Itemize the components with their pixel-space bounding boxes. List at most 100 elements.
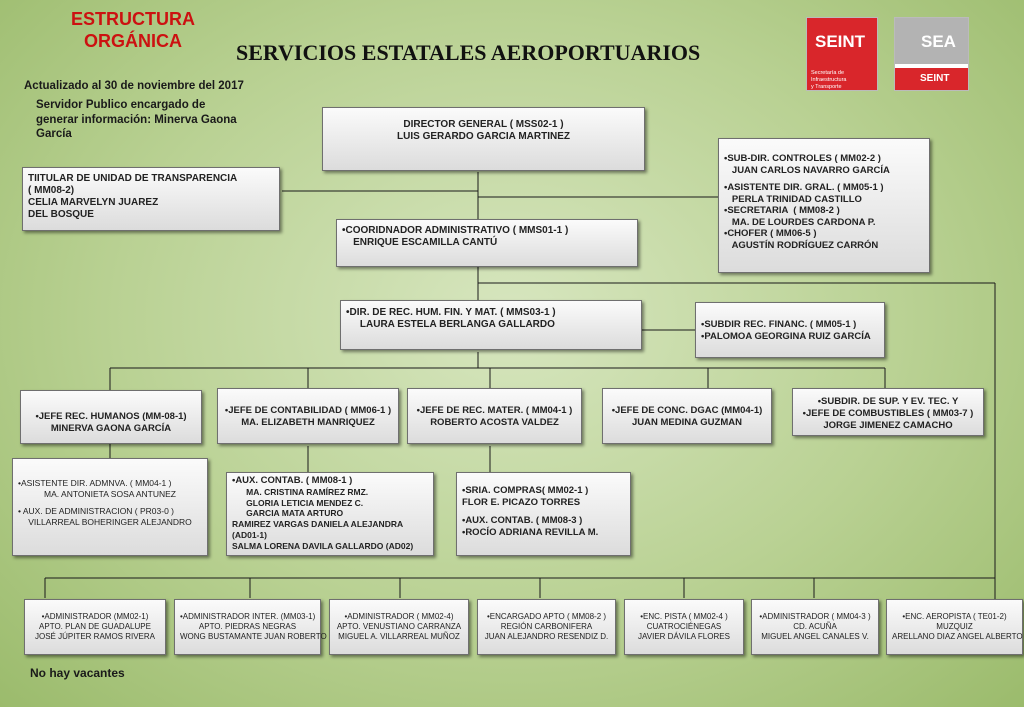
node-administrative-coordinator[interactable]: •COORIDNADOR ADMINISTRATIVO ( MMS01-1 ) …: [336, 219, 638, 267]
node-line: •CHOFER ( MM06-5 ): [724, 228, 817, 239]
node-line: GLORIA LETICIA MENDEZ C.: [232, 497, 364, 508]
node-line: PERLA TRINIDAD CASTILLO: [724, 193, 862, 205]
node-human-resources-head[interactable]: •JEFE REC. HUMANOS (MM-08-1) MINERVA GAO…: [20, 390, 202, 444]
node-line: SALMA LORENA DAVILA GALLARDO (AD02): [232, 540, 414, 551]
node-line: JORGE JIMENEZ CAMACHO: [823, 420, 953, 431]
node-line: •ADMINISTRADOR INTER. (MM03-1): [180, 612, 316, 621]
node-line: MIGUEL A. VILLARREAL MUÑOZ: [338, 632, 460, 641]
node-line: ARELLANO DIAZ ANGEL ALBERTO: [892, 632, 1023, 641]
node-line: GARCIA MATA ARTURO: [232, 508, 344, 519]
node-line: DEL BOSQUE: [28, 209, 94, 220]
node-airport-piedras-negras[interactable]: •ADMINISTRADOR INTER. (MM03-1) APTO. PIE…: [174, 599, 327, 655]
node-line: CD. ACUÑA: [793, 622, 837, 631]
sea-logo-text: SEA: [921, 32, 956, 51]
node-line: •ASISTENTE DIR. GRAL. ( MM05-1 ): [724, 182, 884, 193]
node-line: JUAN MEDINA GUZMAN: [632, 417, 742, 428]
node-line: •JEFE DE CONTABILIDAD ( MM06-1 ): [224, 405, 392, 416]
node-dgac-head[interactable]: •JEFE DE CONC. DGAC (MM04-1) JUAN MEDINA…: [602, 388, 772, 444]
node-line: ( MM08-2): [28, 185, 75, 196]
node-line: •ENC. AEROPISTA ( TE01-2): [902, 612, 1007, 621]
node-line: •SRIA. COMPRAS( MM02-1 ): [462, 485, 589, 496]
node-line: •SUBDIR REC. FINANC. ( MM05-1 ): [701, 319, 857, 330]
node-line: MINERVA GAONA GARCÍA: [50, 423, 172, 434]
seint-logo-caption: Secretaría de Infraestructura y Transpor…: [811, 70, 875, 91]
node-line: •SECRETARIA ( MM08-2 ): [724, 205, 840, 216]
node-line: TIITULAR DE UNIDAD DE TRANSPARENCIA: [28, 173, 238, 184]
node-line: •ADMINISTRADOR (MM02-1): [41, 612, 149, 621]
node-line: MA. DE LOURDES CARDONA P.: [724, 216, 876, 228]
node-line: MA. CRISTINA RAMÍREZ RMZ.: [232, 486, 369, 497]
node-supervision-subdirector[interactable]: •SUBDIR. DE SUP. Y EV. TEC. Y •JEFE DE C…: [792, 388, 984, 436]
sea-logo-top: [895, 18, 968, 64]
node-financial-subdirector[interactable]: •SUBDIR REC. FINANC. ( MM05-1 ) •PALOMOA…: [695, 302, 885, 358]
node-materials-head[interactable]: •JEFE DE REC. MATER. ( MM04-1 ) ROBERTO …: [407, 388, 582, 444]
seint-caption-line: y Transporte: [811, 84, 842, 90]
node-line: ENRIQUE ESCAMILLA CANTÚ: [342, 237, 498, 248]
node-line: MIGUEL ANGEL CANALES V.: [761, 632, 869, 641]
node-line: (AD01-1): [232, 529, 267, 540]
node-line: •SUBDIR. DE SUP. Y EV. TEC. Y: [817, 396, 959, 407]
node-director-staff[interactable]: •SUB-DIR. CONTROLES ( MM02-2 ) JUAN CARL…: [718, 138, 930, 273]
node-line: •ASISTENTE DIR. ADMNVA. ( MM04-1 ): [18, 478, 172, 488]
node-line: LAURA ESTELA BERLANGA GALLARDO: [346, 319, 555, 330]
node-line: •JEFE DE REC. MATER. ( MM04-1 ): [416, 405, 573, 416]
node-purchasing[interactable]: •SRIA. COMPRAS( MM02-1 ) FLOR E. PICAZO …: [456, 472, 631, 556]
node-line: •ROCÍO ADRIANA REVILLA M.: [462, 527, 599, 538]
node-line: JUAN ALEJANDRO RESENDIZ D.: [484, 632, 609, 641]
seint-logo-background: [807, 18, 877, 90]
node-line: VILLARREAL BOHERINGER ALEJANDRO: [28, 517, 192, 527]
node-line: FLOR E. PICAZO TORRES: [462, 497, 581, 508]
node-accounting-head[interactable]: •JEFE DE CONTABILIDAD ( MM06-1 ) MA. ELI…: [217, 388, 399, 444]
sea-logo-subtext: SEINT: [920, 73, 950, 84]
node-airport-region-carbonifera[interactable]: •ENCARGADO APTO ( MM08-2 ) REGIÓN CARBON…: [477, 599, 616, 655]
node-director-general[interactable]: DIRECTOR GENERAL ( MSS02-1 ) LUIS GERARD…: [322, 107, 645, 171]
node-admin-assistants[interactable]: •ASISTENTE DIR. ADMNVA. ( MM04-1 ) MA. A…: [12, 458, 208, 556]
seint-logo: SEINT Secretaría de Infraestructura y Tr…: [806, 17, 878, 91]
node-line: •SUB-DIR. CONTROLES ( MM02-2 ): [724, 153, 881, 164]
responsible-officer: Servidor Publico encargado de generar in…: [36, 98, 237, 142]
node-line: •PALOMOA GEORGINA RUIZ GARCÍA: [701, 331, 871, 342]
node-airport-venustiano-carranza[interactable]: •ADMINISTRADOR ( MM02-4) APTO. VENUSTIAN…: [329, 599, 469, 655]
node-line: RAMIREZ VARGAS DANIELA ALEJANDRA: [232, 519, 404, 530]
structure-badge: ESTRUCTURA ORGÁNICA: [58, 8, 208, 52]
node-line: •JEFE DE COMBUSTIBLES ( MM03-7 ): [802, 408, 974, 419]
node-line: JOSÉ JÚPITER RAMOS RIVERA: [34, 632, 156, 641]
node-line: •AUX. CONTAB. ( MM08-1 ): [232, 475, 353, 486]
node-line: ROBERTO ACOSTA VALDEZ: [430, 417, 559, 428]
node-line: •ENC. PISTA ( MM02-4 ): [640, 612, 728, 621]
node-line: APTO. PLAN DE GUADALUPE: [39, 622, 151, 631]
node-line: JUAN CARLOS NAVARRO GARCÍA: [724, 164, 890, 176]
node-line: REGIÓN CARBONIFERA: [500, 622, 593, 631]
node-line: AGUSTÍN RODRÍGUEZ CARRÓN: [724, 239, 879, 251]
node-airport-muzquiz[interactable]: •ENC. AEROPISTA ( TE01-2) MUZQUIZ ARELLA…: [886, 599, 1023, 655]
node-transparency-unit[interactable]: TIITULAR DE UNIDAD DE TRANSPARENCIA ( MM…: [22, 167, 280, 231]
seint-logo-text: SEINT: [815, 32, 866, 51]
sea-logo-bottom: [895, 68, 968, 90]
node-line: •ENCARGADO APTO ( MM08-2 ): [486, 612, 607, 621]
node-line: •DIR. DE REC. HUM. FIN. Y MAT. ( MMS03-1…: [346, 307, 556, 318]
node-airport-cuatrocienegas[interactable]: •ENC. PISTA ( MM02-4 ) CUATROCIÉNEGAS JA…: [624, 599, 744, 655]
node-line: CELIA MARVELYN JUAREZ: [28, 197, 159, 208]
node-line: •JEFE DE CONC. DGAC (MM04-1): [611, 405, 763, 416]
node-line: MA. ANTONIETA SOSA ANTUNEZ: [44, 489, 176, 499]
badge-line-2: ORGÁNICA: [84, 31, 182, 51]
node-line: •COORIDNADOR ADMINISTRATIVO ( MMS01-1 ): [342, 225, 569, 236]
node-line: •AUX. CONTAB. ( MM08-3 ): [462, 515, 583, 526]
node-line: DIRECTOR GENERAL ( MSS02-1 ): [403, 119, 564, 130]
node-resources-director[interactable]: •DIR. DE REC. HUM. FIN. Y MAT. ( MMS03-1…: [340, 300, 642, 350]
seint-caption-line: Secretaría de Infraestructura: [811, 70, 847, 83]
responsible-line: Servidor Publico encargado de: [36, 99, 206, 111]
node-line: •JEFE REC. HUMANOS (MM-08-1): [35, 411, 187, 422]
page-title: SERVICIOS ESTATALES AEROPORTUARIOS: [236, 40, 701, 65]
vacancies-note: No hay vacantes: [30, 666, 125, 680]
node-line: •ADMINISTRADOR ( MM04-3 ): [759, 612, 871, 621]
node-line: MUZQUIZ: [936, 622, 973, 631]
node-airport-cd-acuna[interactable]: •ADMINISTRADOR ( MM04-3 ) CD. ACUÑA MIGU…: [751, 599, 879, 655]
node-line: JAVIER DÁVILA FLORES: [638, 632, 730, 641]
node-line: MA. ELIZABETH MANRIQUEZ: [241, 417, 375, 428]
node-airport-plan-de-guadalupe[interactable]: •ADMINISTRADOR (MM02-1) APTO. PLAN DE GU…: [24, 599, 166, 655]
node-line: •ADMINISTRADOR ( MM02-4): [344, 612, 454, 621]
node-accounting-assistants[interactable]: •AUX. CONTAB. ( MM08-1 ) MA. CRISTINA RA…: [226, 472, 434, 556]
node-line: APTO. VENUSTIANO CARRANZA: [336, 622, 462, 631]
